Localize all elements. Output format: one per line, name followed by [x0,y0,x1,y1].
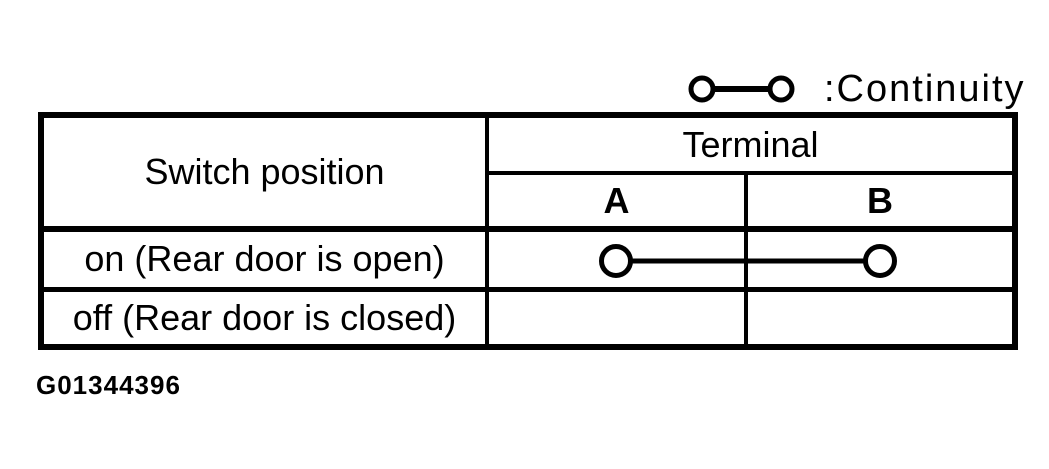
header-terminal-a: A [485,171,748,231]
table-row-on: on (Rear door is open) [39,226,1018,291]
header-terminal-b: B [743,171,1018,231]
table-row-terminal-header: Switch position Terminal [39,113,1018,231]
figure-id: G01344396 [36,370,181,400]
row-on-label: on (Rear door is open) [39,226,489,291]
continuity-legend: :Continuity [688,70,1026,108]
header-terminal: Terminal [484,113,1018,175]
continuity-legend-label: :Continuity [824,68,1026,110]
row-off-label: off (Rear door is closed) [39,286,489,349]
table-row-off: off (Rear door is closed) [39,286,1018,349]
switch-continuity-table: Switch position Terminal A B on (Rear do… [38,112,1019,350]
cell-on-terminal-a [485,226,748,291]
cell-on-terminal-b [743,226,1018,291]
cell-off-terminal-b [743,286,1018,349]
continuity-legend-icon [688,75,795,103]
header-switch-position: Switch position [39,113,489,231]
table-row-terminal-columns: A B [41,171,1018,231]
cell-off-terminal-a [485,286,748,349]
